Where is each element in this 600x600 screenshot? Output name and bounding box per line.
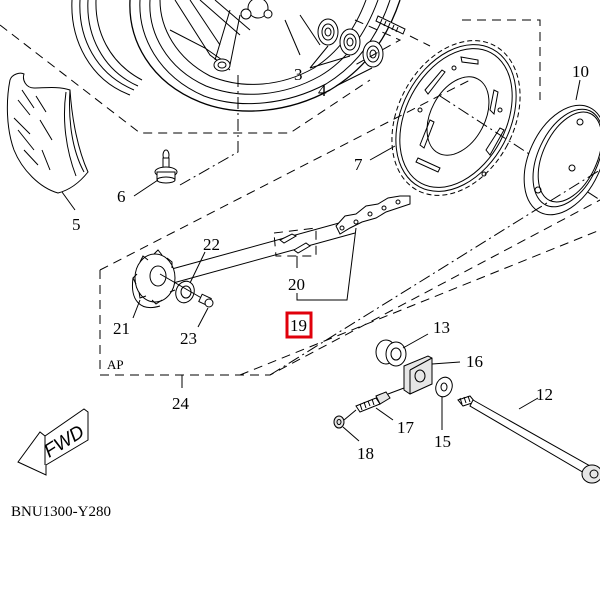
valve-part-6[interactable] <box>154 149 178 184</box>
leader-3 <box>309 45 351 69</box>
collar-part-13[interactable] <box>375 339 407 367</box>
axle-part-12[interactable] <box>457 395 600 484</box>
leader-10 <box>575 79 581 101</box>
leader-18 <box>342 426 360 442</box>
callout-6[interactable]: 6 <box>117 187 126 206</box>
leader-21 <box>132 299 141 319</box>
leader-23 <box>197 307 209 328</box>
callout-15[interactable]: 15 <box>434 432 451 451</box>
callout-23[interactable]: 23 <box>180 329 197 348</box>
leader-6 <box>133 179 159 197</box>
washer-part-15[interactable] <box>433 375 455 399</box>
rear-wheel[interactable] <box>71 0 401 112</box>
bearing-part-4[interactable] <box>362 40 384 68</box>
highlight-box <box>285 311 313 339</box>
damper-ring-part-10[interactable] <box>508 92 600 228</box>
callout-3[interactable]: 3 <box>294 65 303 84</box>
leader-5 <box>61 191 76 211</box>
leader-4 <box>335 67 373 87</box>
callout-21[interactable]: 21 <box>113 319 130 338</box>
adjust-bolt-part-17[interactable] <box>355 387 405 413</box>
callout-22[interactable]: 22 <box>203 235 220 254</box>
callout-7[interactable]: 7 <box>354 155 363 174</box>
chain-joint-part-20[interactable] <box>273 227 317 257</box>
stud-part[interactable] <box>375 15 406 35</box>
leader-7 <box>369 145 396 161</box>
tire-part-5[interactable] <box>6 72 89 194</box>
callout-4[interactable]: 4 <box>318 81 327 100</box>
leader-19 <box>296 227 357 301</box>
bearing-part-3[interactable] <box>317 18 361 56</box>
callout-10[interactable]: 10 <box>572 62 589 81</box>
leader-12 <box>518 397 539 410</box>
callout-20[interactable]: 20 <box>288 275 305 294</box>
callout-13[interactable]: 13 <box>433 318 450 337</box>
leader-22 <box>189 251 206 284</box>
adjuster-block-part-16[interactable] <box>403 355 433 395</box>
bolt-part-23[interactable] <box>159 273 214 308</box>
callout-12[interactable]: 12 <box>536 385 553 404</box>
forward-direction-arrow: FWD <box>17 408 89 476</box>
leader-17 <box>375 407 394 421</box>
assembly-label: AP <box>107 357 124 372</box>
nut-part-18[interactable] <box>333 409 357 429</box>
leader-16 <box>431 361 461 365</box>
sprocket-part-7[interactable] <box>366 18 545 217</box>
leader-13 <box>402 333 429 349</box>
callout-5[interactable]: 5 <box>72 215 81 234</box>
callout-19[interactable]: 19 <box>290 316 307 335</box>
callout-18[interactable]: 18 <box>357 444 374 463</box>
drive-chain-part-19[interactable] <box>149 195 411 289</box>
drive-sprocket-part-21[interactable] <box>131 249 176 308</box>
callout-16[interactable]: 16 <box>466 352 483 371</box>
callout-24[interactable]: 24 <box>172 394 190 413</box>
callout-17[interactable]: 17 <box>397 418 415 437</box>
diagram-code: BNU1300-Y280 <box>11 504 111 520</box>
